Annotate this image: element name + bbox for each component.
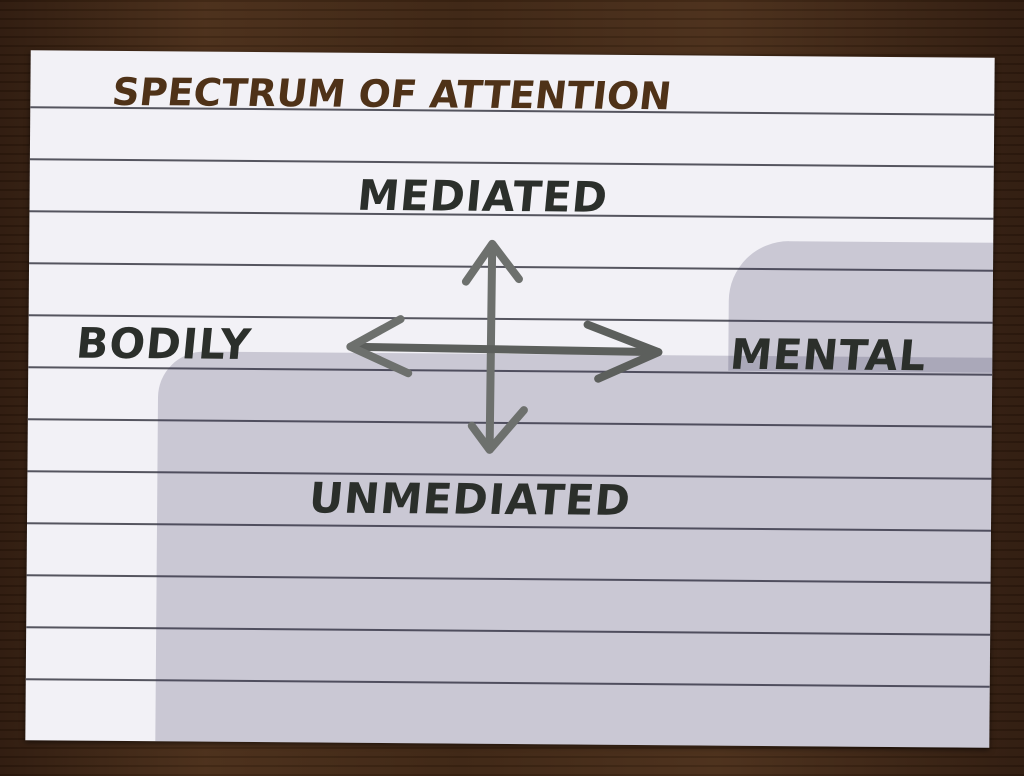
horizontal-axis-line xyxy=(346,342,663,357)
index-card: SPECTRUM OF ATTENTION MEDIATED BODILY ME… xyxy=(25,50,995,748)
arrowhead-right xyxy=(583,320,663,383)
four-way-arrow-icon xyxy=(346,239,663,454)
arrowhead-down xyxy=(467,406,528,454)
arrowhead-left xyxy=(346,315,413,378)
arrowhead-up xyxy=(461,239,523,286)
